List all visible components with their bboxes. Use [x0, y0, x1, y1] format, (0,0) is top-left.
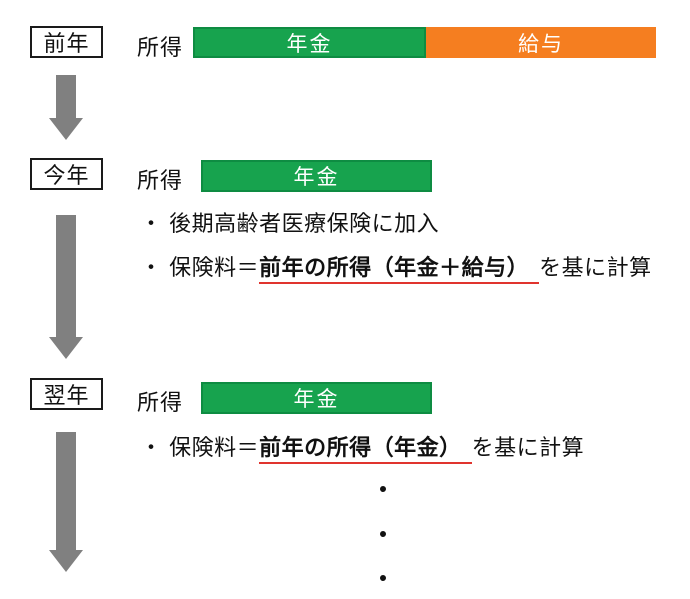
down-arrow-head: [49, 118, 83, 140]
note-premium-formula-next: ・ 保険料＝前年の所得（年金）を基に計算: [140, 430, 585, 464]
down-arrow: [49, 215, 83, 362]
note-suffix: を基に計算: [539, 255, 652, 280]
pension-bar: 年金: [201, 382, 432, 414]
note-highlight-underlined: 前年の所得（年金）: [259, 435, 472, 464]
year-label: 今年: [43, 163, 90, 188]
ellipsis-dot: [380, 486, 386, 492]
year-box-next: 翌年: [30, 378, 103, 410]
year-label: 前年: [43, 31, 90, 56]
income-label: 所得: [137, 168, 184, 193]
income-bar-row: 年金: [201, 160, 432, 192]
down-arrow: [49, 75, 83, 140]
down-arrow-head: [49, 337, 83, 359]
note-premium-formula-current: ・ 保険料＝前年の所得（年金＋給与）を基に計算: [140, 250, 652, 284]
pension-bar-label: 年金: [286, 32, 333, 56]
down-arrow-shaft: [56, 432, 76, 552]
income-label: 所得: [137, 390, 184, 415]
pension-bar-label: 年金: [293, 388, 340, 411]
income-bar-row: 年金: [201, 382, 432, 414]
note-join-insurance: ・ 後期高齢者医療保険に加入: [140, 211, 440, 236]
down-arrow-head: [49, 550, 83, 572]
income-label: 所得: [137, 35, 184, 60]
salary-bar: 給与: [426, 27, 656, 58]
pension-bar: 年金: [193, 27, 426, 58]
ellipsis-dot: [380, 575, 386, 581]
pension-bar: 年金: [201, 160, 432, 192]
note-suffix: を基に計算: [471, 435, 585, 460]
down-arrow-shaft: [56, 75, 76, 120]
year-box-previous: 前年: [30, 26, 103, 58]
pension-bar-label: 年金: [293, 166, 340, 189]
down-arrow: [49, 432, 83, 575]
year-box-current: 今年: [30, 158, 103, 190]
year-label: 翌年: [43, 383, 90, 408]
note-prefix: ・ 保険料＝: [140, 435, 260, 460]
income-bar-row: 年金 給与: [193, 27, 656, 58]
ellipsis-dot: [380, 531, 386, 537]
note-prefix: ・ 保険料＝: [140, 255, 260, 280]
salary-bar-label: 給与: [518, 32, 564, 56]
note-highlight-underlined: 前年の所得（年金＋給与）: [259, 255, 540, 284]
down-arrow-shaft: [56, 215, 76, 339]
